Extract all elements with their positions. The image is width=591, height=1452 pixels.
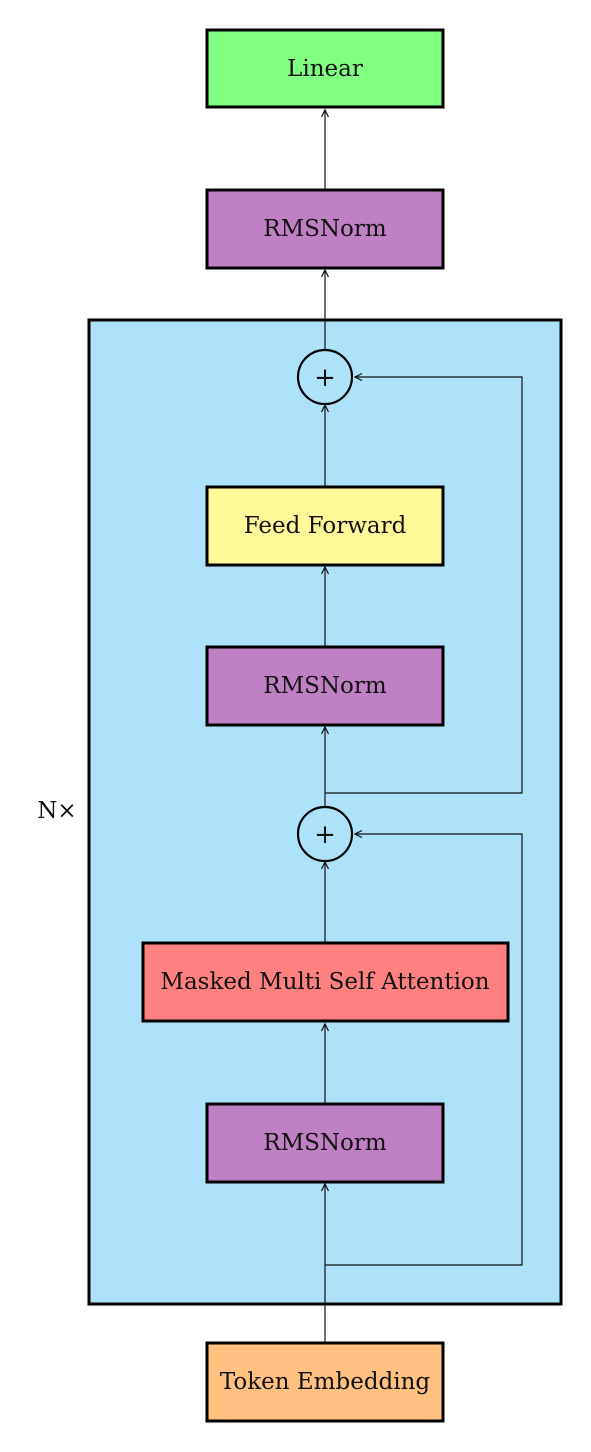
final-rmsnorm-box [205,188,445,270]
linear-box [205,28,445,109]
ffn-rmsnorm-box [205,645,445,727]
residual-skip-feed-forward [325,372,523,794]
linear-label: Linear [287,56,363,82]
token-embedding-box [205,1341,445,1423]
feed-forward-label: Feed Forward [244,513,407,539]
attn-rmsnorm-box [205,1102,445,1184]
attn-rmsnorm-label: RMSNorm [263,1130,387,1156]
feed-forward-box [205,485,445,567]
residual-skip-attention [325,829,523,1266]
repeat-count-label: N× [37,798,76,824]
residual-add-top-symbol: + [314,363,336,393]
attention-box [141,941,510,1023]
residual-add-bottom-symbol: + [314,820,336,850]
residual-add-bottom-circle [296,805,354,863]
residual-add-top-circle [296,348,354,406]
token-embedding-label: Token Embedding [220,1369,431,1395]
final-rmsnorm-label: RMSNorm [263,216,387,242]
ffn-rmsnorm-label: RMSNorm [263,673,387,699]
attention-label: Masked Multi Self Attention [160,969,489,995]
